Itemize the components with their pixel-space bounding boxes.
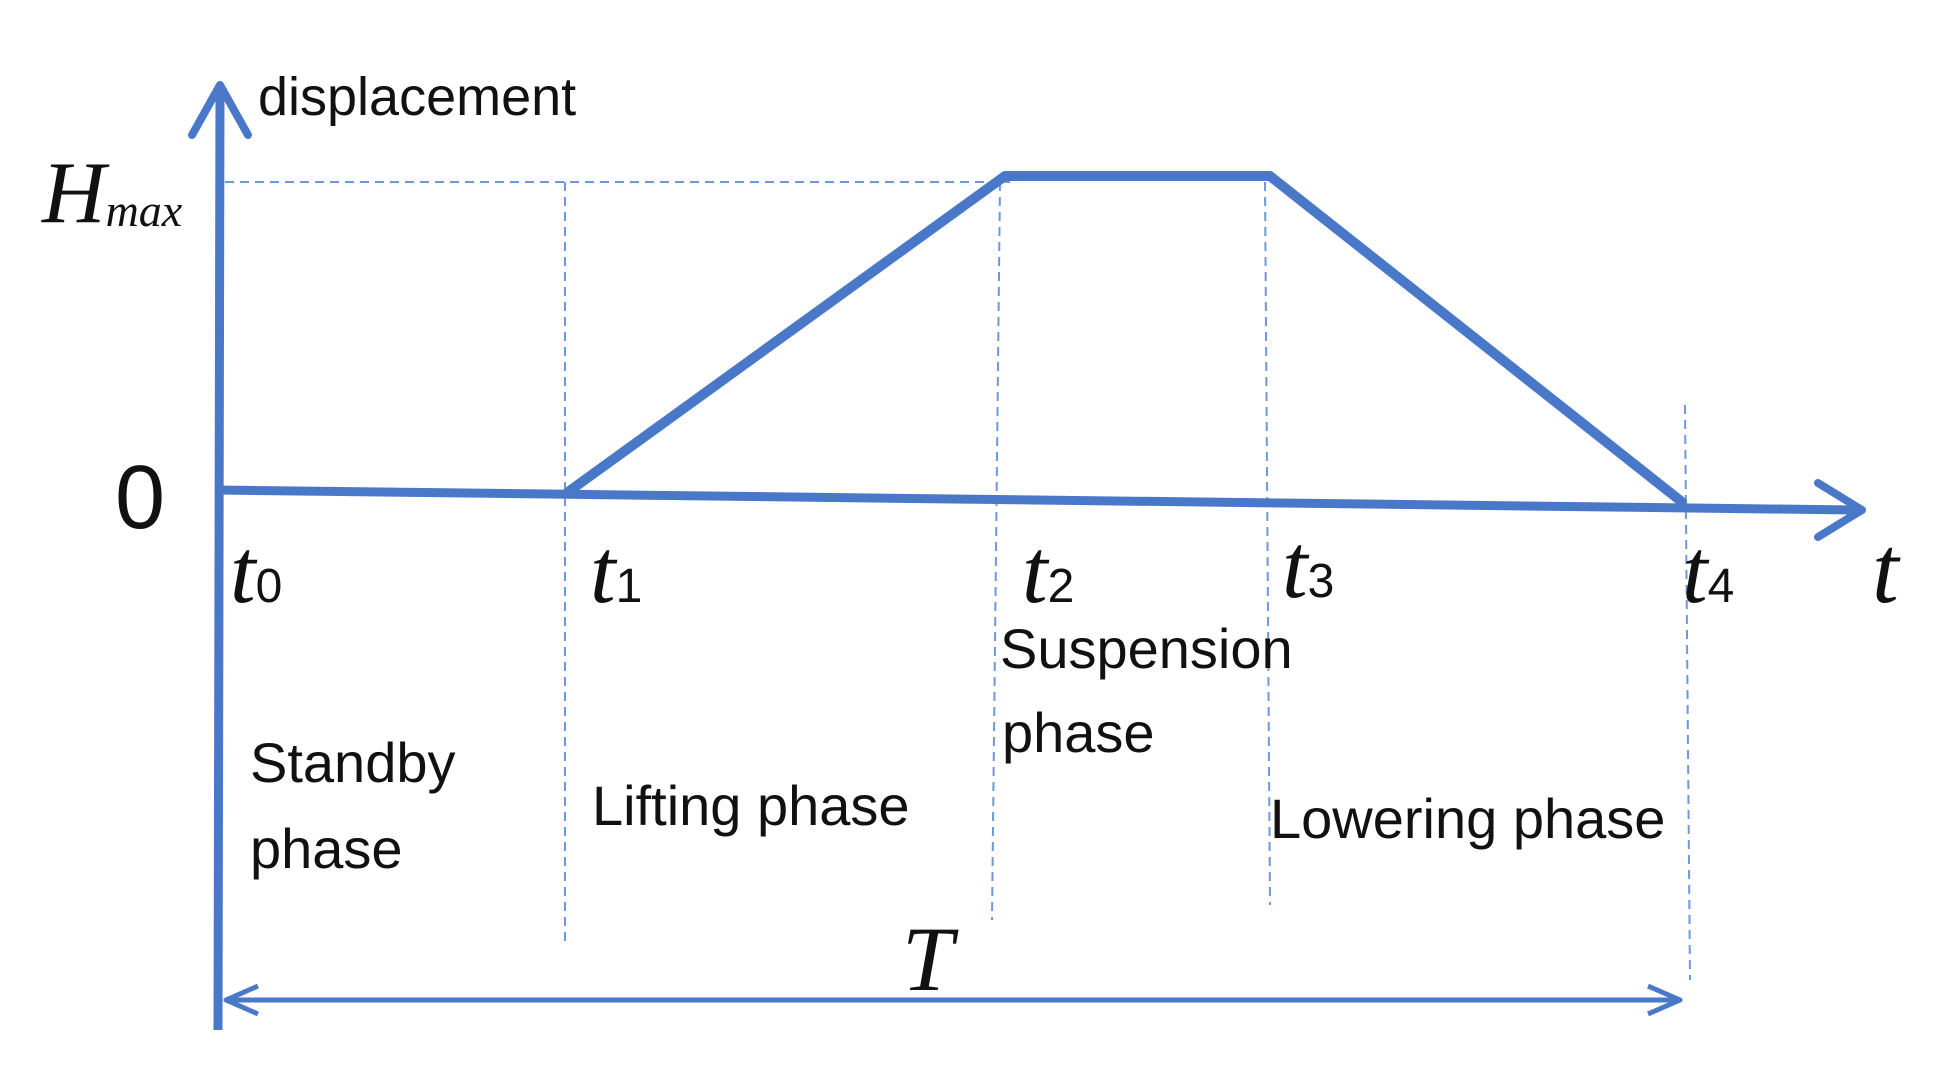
t2-guide-line xyxy=(991,181,1001,921)
period-arrow-right-head xyxy=(1646,983,1683,1017)
suspension-phase-label-line1: Suspension xyxy=(1000,617,1293,680)
t0-label: t0 xyxy=(230,520,282,622)
lowering-phase-label: Lowering phase xyxy=(1270,787,1665,850)
suspension-phase-label-line2: phase xyxy=(1002,701,1155,764)
t4-guide-line xyxy=(1684,404,1691,981)
period-arrow-left-head xyxy=(223,983,260,1017)
x-axis xyxy=(217,485,1856,515)
t3-guide-line xyxy=(1264,181,1271,906)
standby-phase-label-line2: phase xyxy=(250,817,403,880)
x-axis-arrowhead xyxy=(1814,479,1866,541)
t4-label: t4 xyxy=(1682,520,1734,622)
y-axis-label: displacement xyxy=(258,67,576,127)
t2-label: t2 xyxy=(1022,520,1074,622)
lifting-phase-label: Lifting phase xyxy=(592,774,910,837)
t1-label: t1 xyxy=(590,520,642,622)
standby-phase-label-line1: Standby xyxy=(250,731,456,794)
period-label: T xyxy=(902,908,959,1010)
y-axis-arrowhead xyxy=(188,81,252,139)
hmax-label: Hmax xyxy=(41,145,183,242)
t3-label: t3 xyxy=(1282,515,1334,617)
displacement-curve xyxy=(563,171,1687,507)
zero-label: 0 xyxy=(115,448,165,548)
x-axis-label: t xyxy=(1872,516,1901,623)
y-axis xyxy=(213,89,225,1031)
